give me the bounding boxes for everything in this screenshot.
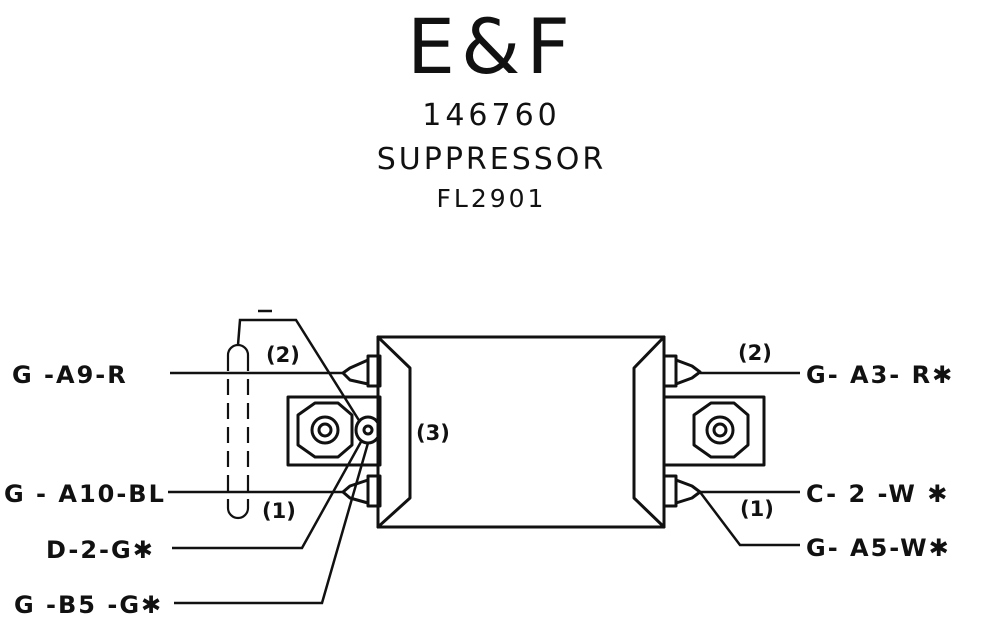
- left-terminal-bottom-tip: [341, 478, 370, 505]
- wire-shield-drain: [236, 318, 362, 423]
- pin-right-top: (2): [738, 341, 772, 365]
- left-bevel: [376, 335, 412, 529]
- right-bracket: [662, 395, 766, 467]
- reference-designator: FL2901: [436, 184, 547, 213]
- left-terminal-top-tip: [341, 358, 370, 386]
- label-left-top: G -A9-R: [12, 361, 128, 389]
- shield-loop: [226, 343, 250, 520]
- left-bolt-hole: [317, 422, 333, 438]
- component-name: SUPPRESSOR: [376, 142, 607, 177]
- pin-left-bottom: (1): [262, 499, 296, 523]
- right-terminal-bottom-tip: [674, 478, 702, 505]
- wire-right-lower: [699, 491, 800, 547]
- wire-ground-2: [174, 442, 370, 605]
- label-ground-1: D-2-G✱: [46, 536, 155, 564]
- right-terminal-top: [662, 354, 678, 388]
- brand-logo: E&F: [407, 2, 576, 91]
- right-terminal-bottom: [662, 474, 678, 508]
- label-right-bottom: C- 2 -W ✱: [806, 480, 949, 508]
- label-right-top: G- A3- R✱: [806, 361, 954, 389]
- pin-right-bottom: (1): [740, 497, 774, 521]
- right-bevel: [632, 335, 666, 529]
- pin-left-top: (2): [266, 343, 300, 367]
- right-terminal-top-tip: [674, 358, 702, 386]
- label-right-lower: G- A5-W✱: [806, 534, 951, 562]
- right-hex-nut: [692, 401, 750, 459]
- left-hex-nut: [296, 401, 354, 459]
- left-bracket: [286, 395, 382, 467]
- label-ground-2: G -B5 -G✱: [14, 591, 163, 619]
- wire-ground-1: [172, 439, 364, 550]
- part-number: 146760: [422, 98, 561, 133]
- right-bolt-hole: [712, 422, 728, 438]
- ground-stud-hole: [362, 424, 374, 436]
- left-bolt: [310, 415, 340, 445]
- pin-center: (3): [416, 421, 450, 445]
- right-bolt: [705, 415, 735, 445]
- label-left-bottom: G - A10-BL: [4, 480, 166, 508]
